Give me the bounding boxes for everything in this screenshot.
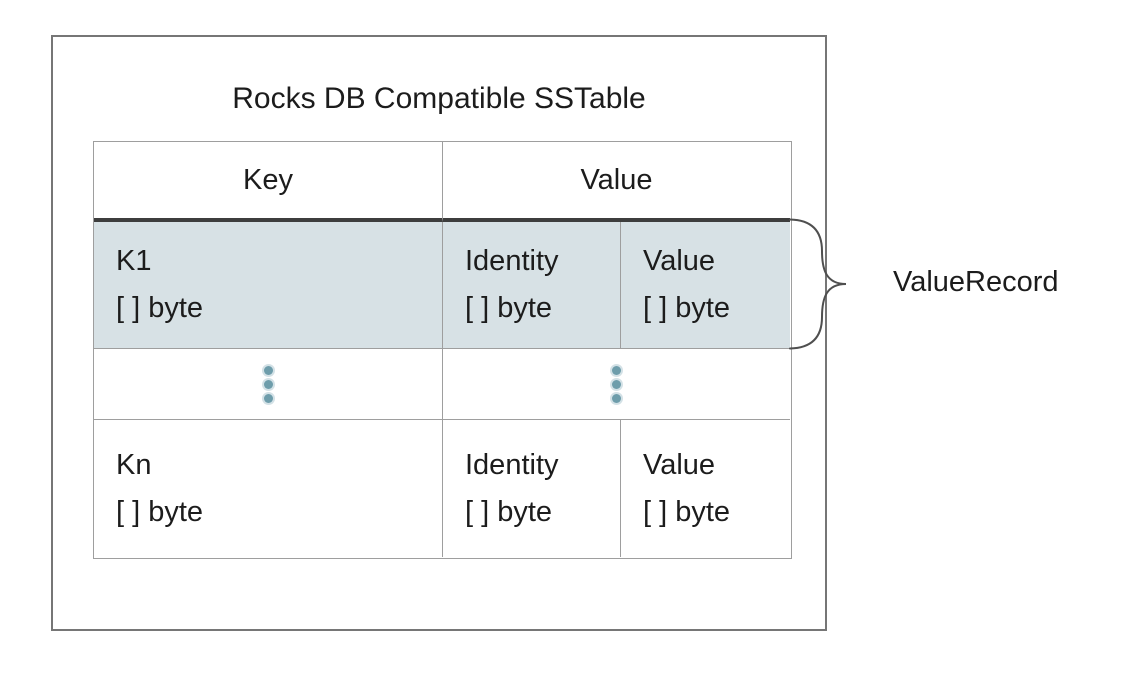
column-header-key-label: Key [243, 163, 293, 196]
cell-kn-key-name: Kn [116, 448, 152, 481]
cell-kn-value: Value [ ] byte [620, 420, 790, 557]
ellipsis-cell-value [442, 349, 790, 420]
cell-kn-value-size: [ ] byte [643, 495, 731, 528]
cell-k1-value-size: [ ] byte [643, 292, 731, 324]
cell-kn-identity-name: Identity [465, 448, 559, 481]
ellipsis-cell-key [94, 349, 442, 420]
sstable-table: Key Value K1 [ ] byte Identity [ ] byte … [93, 141, 792, 559]
cell-kn-identity-size: [ ] byte [465, 495, 553, 528]
cell-k1-key-size: [ ] byte [116, 292, 204, 324]
column-header-value: Value [442, 142, 790, 222]
cell-kn-key: Kn [ ] byte [94, 420, 442, 557]
sstable-outer-box: Rocks DB Compatible SSTable Key Value K1… [51, 35, 827, 631]
cell-k1-value-name: Value [643, 245, 716, 277]
cell-k1-value: Value [ ] byte [620, 222, 790, 349]
diagram-title: Rocks DB Compatible SSTable [232, 82, 646, 115]
cell-k1-identity-size: [ ] byte [465, 292, 553, 324]
vertical-ellipsis-icon [263, 365, 273, 403]
value-record-brace [789, 218, 847, 350]
cell-k1-key-name: K1 [116, 245, 152, 277]
cell-kn-identity: Identity [ ] byte [442, 420, 620, 557]
column-header-key: Key [94, 142, 442, 222]
cell-k1-identity: Identity [ ] byte [442, 222, 620, 349]
value-record-label: ValueRecord [893, 266, 1059, 298]
cell-kn-key-size: [ ] byte [116, 495, 204, 528]
cell-k1-key: K1 [ ] byte [94, 222, 442, 349]
column-header-value-label: Value [580, 163, 653, 196]
cell-kn-value-name: Value [643, 448, 716, 481]
vertical-ellipsis-icon [612, 365, 621, 403]
cell-k1-identity-name: Identity [465, 245, 559, 277]
